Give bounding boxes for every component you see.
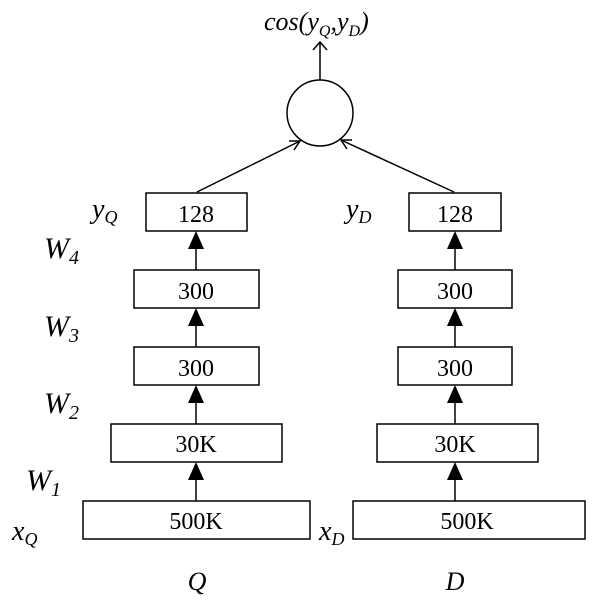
cos-yq: y (304, 7, 319, 36)
doc-layer-label-2: 300 (437, 356, 473, 382)
doc-layer-box-0 (352, 500, 586, 540)
cosine-output-label: cos(yQ,yD) (264, 7, 369, 40)
query-layer-label-0: 500K (169, 509, 223, 535)
cos-yq-sub: Q (319, 23, 331, 40)
query-arrow-w3 (188, 308, 204, 347)
query-layer-label-3: 300 (178, 279, 214, 305)
doc-tower-label: D (445, 567, 465, 596)
query-input-var: xQ (11, 516, 37, 549)
doc-output-var: yD (343, 194, 371, 227)
doc-layer-label-4: 128 (437, 202, 473, 228)
weight-label-w3: W3 (44, 310, 79, 347)
doc-arrow-w4 (447, 231, 463, 270)
doc-input-var: xD (318, 516, 344, 549)
cos-func: cos (264, 7, 299, 36)
query-tower-label: Q (188, 567, 207, 596)
doc-layer-label-0: 500K (440, 509, 494, 535)
doc-layer-box-4 (408, 192, 502, 232)
weight-label-w4: W4 (44, 232, 79, 269)
query-output-var: yQ (89, 194, 117, 227)
cos-yd-sub: D (348, 23, 361, 40)
query-to-cosine-arrow (196, 140, 302, 193)
cos-open-paren: ( (299, 7, 309, 36)
cos-comma: , (330, 7, 337, 36)
doc-layer-label-1: 30K (434, 432, 476, 458)
query-arrow-w1 (188, 462, 204, 501)
doc-layer-label-3: 300 (437, 279, 473, 305)
query-arrow-w2 (188, 385, 204, 424)
cosine-similarity-node (286, 79, 354, 147)
query-layer-box-4 (145, 192, 248, 232)
query-layer-label-2: 300 (178, 356, 214, 382)
doc-layer-box-2 (397, 346, 513, 386)
doc-arrow-w1 (447, 462, 463, 501)
weight-label-w2: W2 (44, 387, 79, 424)
query-tower: 500K 30K 300 300 128 xQ (11, 192, 311, 596)
doc-layer-box-1 (376, 423, 539, 463)
weight-label-w1: W1 (26, 464, 61, 501)
doc-layer-box-3 (397, 269, 513, 309)
cos-close-paren: ) (358, 7, 369, 36)
cos-yd: y (334, 7, 349, 36)
query-layer-box-3 (133, 269, 260, 309)
query-arrow-w4 (188, 231, 204, 270)
cosine-output-arrow (312, 40, 328, 80)
doc-arrow-w2 (447, 385, 463, 424)
query-layer-label-4: 128 (178, 202, 214, 228)
doc-to-cosine-arrow (339, 139, 455, 193)
doc-arrow-w3 (447, 308, 463, 347)
query-layer-label-1: 30K (175, 432, 217, 458)
doc-tower: 500K 30K 300 300 128 xD (318, 192, 586, 596)
query-layer-box-0 (82, 500, 311, 540)
